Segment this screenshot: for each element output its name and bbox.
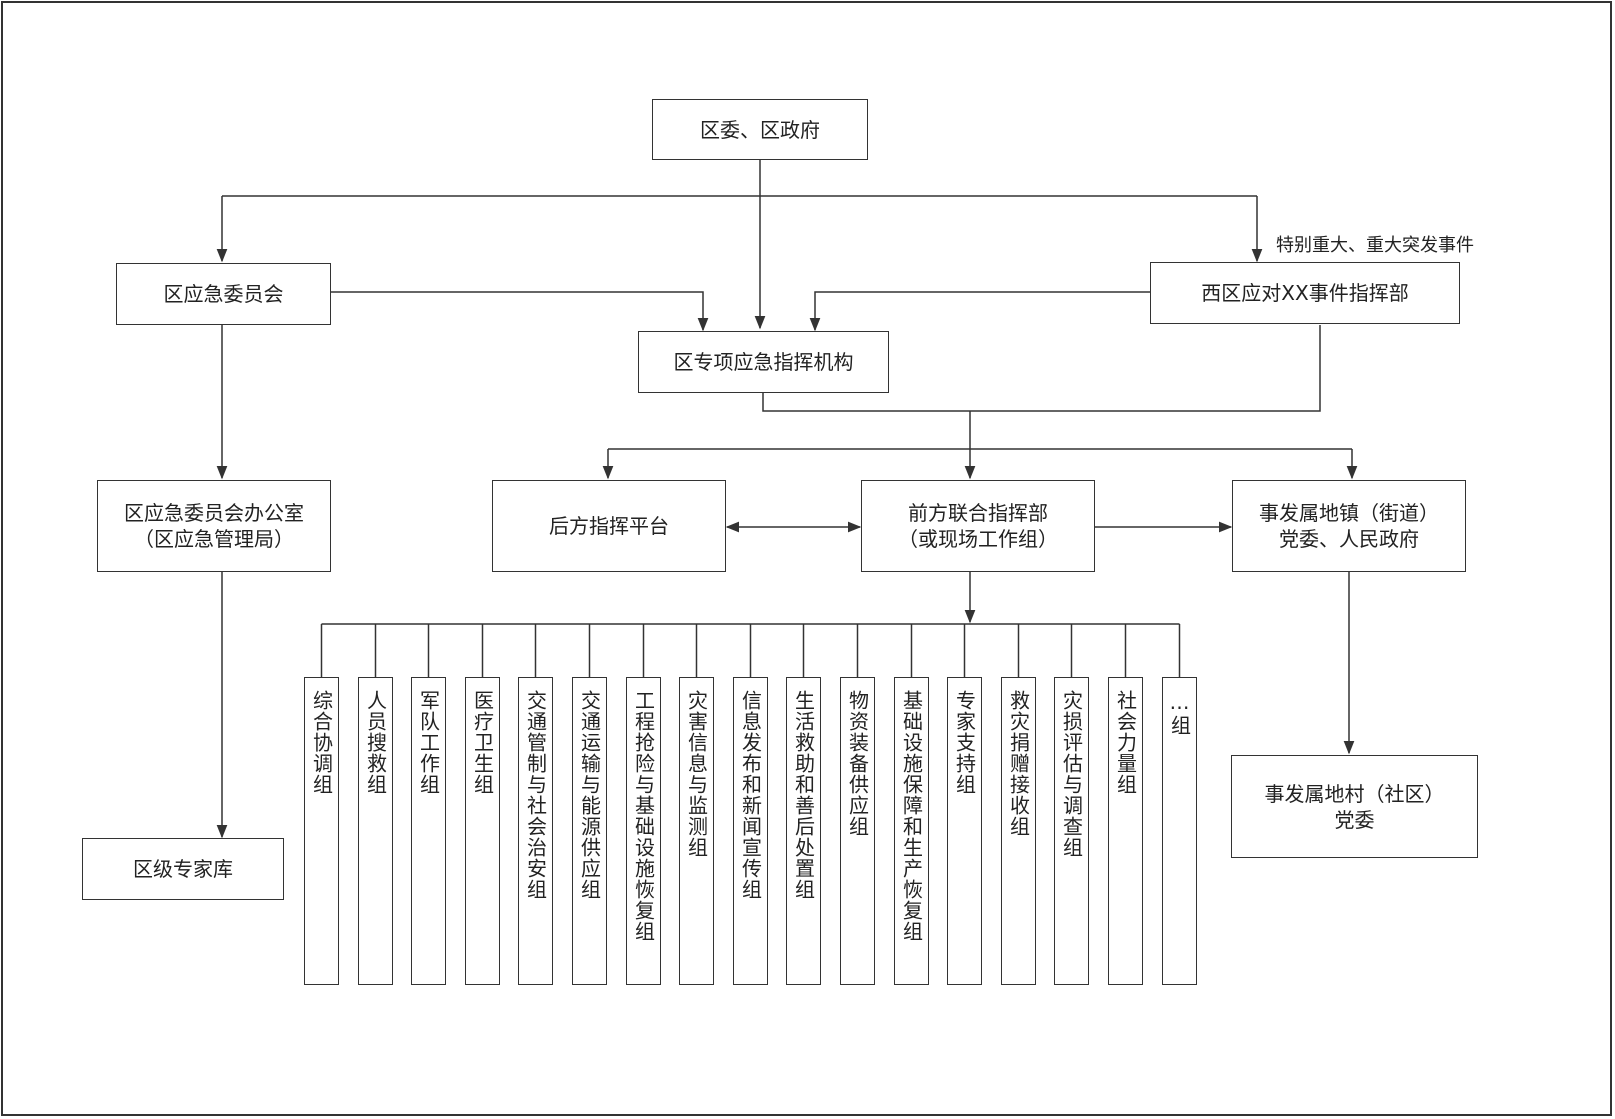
group-box: 社会力量组 — [1108, 677, 1143, 985]
node-incident-hq: 西区应对XX事件指挥部 — [1150, 262, 1460, 324]
group-label: 基础设施保障和生产恢复组 — [899, 690, 924, 942]
node-district-gov: 区委、区政府 — [652, 99, 868, 160]
group-label: 交通管制与社会治安组 — [523, 690, 548, 900]
node-committee-office: 区应急委员会办公室 （区应急管理局） — [97, 480, 331, 572]
node-incident-hq-label: 西区应对XX事件指挥部 — [1201, 281, 1409, 305]
node-rear-platform-label: 后方指挥平台 — [549, 514, 669, 538]
group-box: 物资装备供应组 — [840, 677, 875, 985]
node-expert-pool-label: 区级专家库 — [133, 857, 233, 881]
group-label: 信息发布和新闻宣传组 — [738, 690, 763, 900]
group-box: 交通运输与能源供应组 — [572, 677, 607, 985]
node-front-command-line2: （或现场工作组） — [898, 527, 1058, 551]
group-label: 专家支持组 — [952, 690, 977, 795]
group-box: 工程抢险与基础设施恢复组 — [626, 677, 661, 985]
edge-label-major-events: 特别重大、重大突发事件 — [1276, 235, 1474, 256]
group-box: 灾损评估与调查组 — [1054, 677, 1089, 985]
group-box: 人员搜救组 — [358, 677, 393, 985]
node-local-town-line2: 党委、人民政府 — [1279, 527, 1419, 551]
group-label: 生活救助和善后处置组 — [791, 690, 816, 900]
node-local-town: 事发属地镇（街道） 党委、人民政府 — [1232, 480, 1466, 572]
node-front-command-line1: 前方联合指挥部 — [908, 501, 1048, 525]
group-label: 社会力量组 — [1113, 690, 1138, 795]
node-rear-platform: 后方指挥平台 — [492, 480, 726, 572]
group-box: 综合协调组 — [304, 677, 339, 985]
node-emergency-committee: 区应急委员会 — [116, 263, 331, 325]
group-label: 人员搜救组 — [363, 690, 388, 795]
group-box: 医疗卫生组 — [465, 677, 500, 985]
group-label: …组 — [1167, 690, 1192, 736]
node-local-town-line1: 事发属地镇（街道） — [1259, 501, 1439, 525]
group-box: 信息发布和新闻宣传组 — [733, 677, 768, 985]
node-district-gov-label: 区委、区政府 — [700, 117, 820, 142]
group-box: 专家支持组 — [947, 677, 982, 985]
group-label: 灾损评估与调查组 — [1059, 690, 1084, 858]
node-local-village-line2: 党委 — [1334, 807, 1375, 832]
group-label: 军队工作组 — [416, 690, 441, 795]
group-label: 灾害信息与监测组 — [684, 690, 709, 858]
node-expert-pool: 区级专家库 — [82, 838, 284, 900]
node-emergency-committee-label: 区应急委员会 — [163, 282, 284, 306]
group-box: 生活救助和善后处置组 — [786, 677, 821, 985]
group-label: 物资装备供应组 — [845, 690, 870, 837]
group-label: 综合协调组 — [309, 690, 334, 795]
node-committee-office-line2: （区应急管理局） — [134, 527, 294, 551]
group-box: …组 — [1162, 677, 1197, 985]
node-local-village-line1: 事发属地村（社区） — [1264, 781, 1445, 806]
group-label: 医疗卫生组 — [470, 690, 495, 795]
group-label: 工程抢险与基础设施恢复组 — [631, 690, 656, 942]
group-label: 交通运输与能源供应组 — [577, 690, 602, 900]
group-box: 救灾捐赠接收组 — [1001, 677, 1036, 985]
group-box: 交通管制与社会治安组 — [518, 677, 553, 985]
node-special-command: 区专项应急指挥机构 — [638, 331, 889, 393]
node-committee-office-line1: 区应急委员会办公室 — [124, 501, 304, 525]
group-box: 基础设施保障和生产恢复组 — [894, 677, 929, 985]
node-local-village: 事发属地村（社区） 党委 — [1231, 755, 1478, 858]
group-label: 救灾捐赠接收组 — [1006, 690, 1031, 837]
node-front-command: 前方联合指挥部 （或现场工作组） — [861, 480, 1095, 572]
node-special-command-label: 区专项应急指挥机构 — [673, 350, 854, 374]
group-box: 灾害信息与监测组 — [679, 677, 714, 985]
group-box: 军队工作组 — [411, 677, 446, 985]
